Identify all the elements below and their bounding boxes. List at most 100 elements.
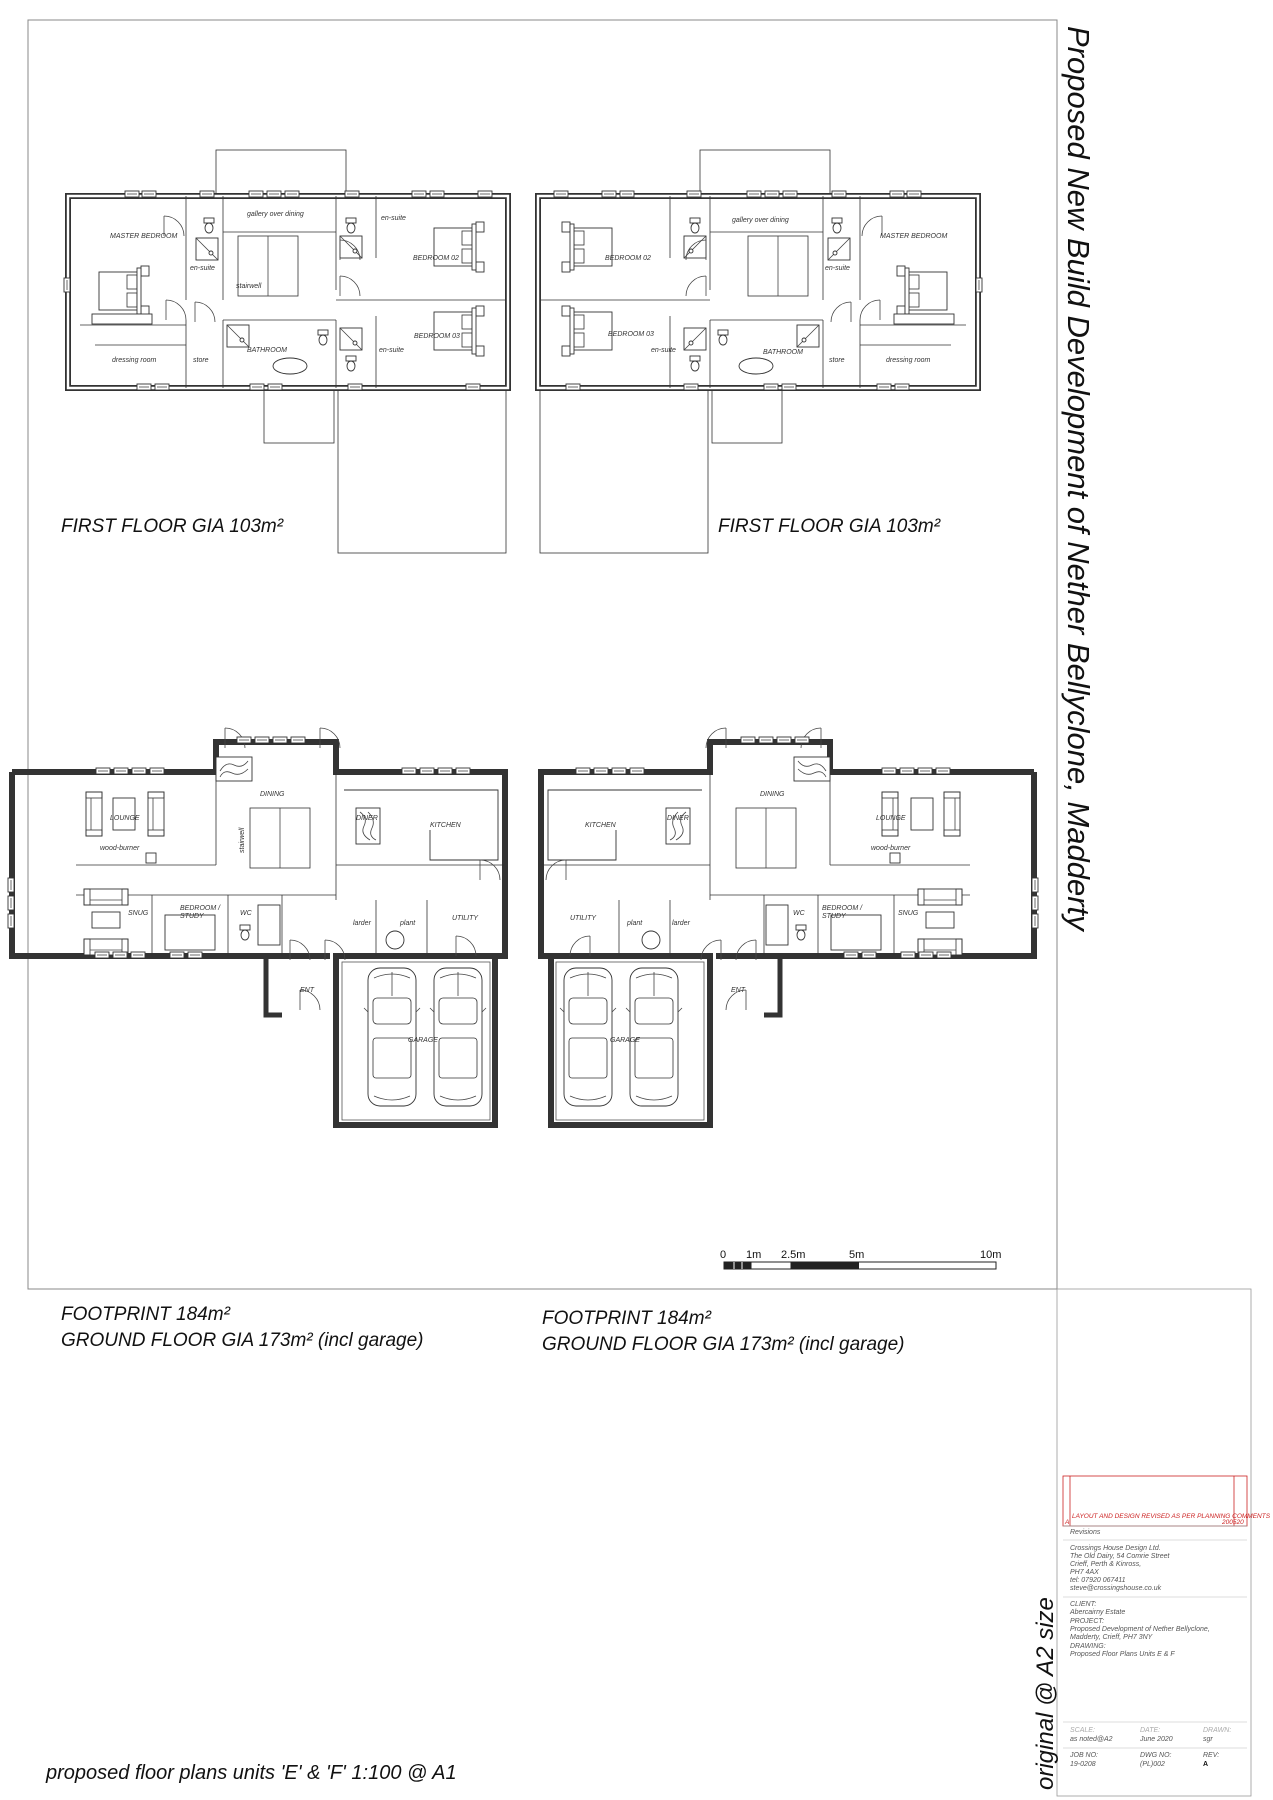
title-block: LAYOUT AND DESIGN REVISED AS PER PLANNIN… [1062, 1475, 1271, 1768]
company-line: Crieff, Perth & Kinross, [1070, 1561, 1141, 1568]
label-ent: ENT [731, 987, 746, 994]
revision-letter: A [1064, 1519, 1069, 1526]
drawn-value: sgr [1203, 1736, 1213, 1743]
footprint-left: FOOTPRINT 184m² [61, 1304, 231, 1325]
label-ent: ENT [300, 987, 315, 994]
scale-label-5m: 5m [849, 1249, 864, 1261]
ground-floor-plan-left [7, 727, 508, 1128]
project-label: PROJECT: [1070, 1618, 1104, 1625]
label-plant: plant [626, 920, 643, 927]
original-size-note: original @ A2 size [1032, 1597, 1059, 1790]
label-en-suite: en-suite [651, 347, 676, 354]
scale-label: SCALE: [1070, 1727, 1095, 1734]
label-diner: DINER [667, 815, 689, 822]
dwg-value: (PL)002 [1140, 1761, 1165, 1768]
label-wc: WC [240, 910, 253, 917]
label-larder: larder [353, 920, 372, 927]
label-bathroom: BATHROOM [247, 347, 287, 354]
drawing-value: Proposed Floor Plans Units E & F [1070, 1651, 1175, 1658]
scale-label-10m: 10m [980, 1249, 1001, 1261]
label-en-suite: en-suite [379, 347, 404, 354]
company-line: Crossings House Design Ltd. [1070, 1545, 1161, 1552]
label-snug: SNUG [898, 910, 919, 917]
label-dressing-room: dressing room [112, 357, 157, 364]
label-dining: DINING [260, 791, 285, 798]
dwg-label: DWG NO: [1140, 1752, 1172, 1759]
label-garage: GARAGE [610, 1037, 640, 1044]
revisions-label: Revisions [1070, 1529, 1101, 1536]
label-stairwell: stairwell [239, 827, 246, 853]
label-kitchen: KITCHEN [585, 822, 617, 829]
drawing-label: DRAWING: [1070, 1643, 1106, 1650]
scale-label-1m: 1m [746, 1249, 761, 1261]
label-en-suite: en-suite [825, 265, 850, 272]
label-dining: DINING [760, 791, 785, 798]
drawing-frame [27, 19, 1058, 1290]
label-wc: WC [793, 910, 806, 917]
label-en-suite: en-suite [381, 215, 406, 222]
drawn-label: DRAWN: [1203, 1727, 1231, 1734]
label-snug: SNUG [128, 910, 149, 917]
label-bedroom-study: BEDROOM / [180, 905, 221, 912]
ground-floor-gia-right: GROUND FLOOR GIA 173m² (incl garage) [542, 1334, 905, 1355]
label-bedroom-study: STUDY [822, 913, 847, 920]
first-floor-gia-right: FIRST FLOOR GIA 103m² [718, 516, 941, 537]
project-value: Proposed Development of Nether Bellyclon… [1070, 1626, 1210, 1633]
scale-label-2-5m: 2.5m [781, 1249, 805, 1261]
date-value: June 2020 [1139, 1736, 1173, 1743]
first-floor-plan-right [535, 149, 983, 554]
label-gallery: gallery over dining [247, 211, 304, 218]
footprint-right: FOOTPRINT 184m² [542, 1308, 712, 1329]
company-line: PH7 4AX [1070, 1569, 1099, 1576]
label-bedroom-02: BEDROOM 02 [605, 255, 651, 262]
label-garage: GARAGE [408, 1037, 438, 1044]
client-value: Abercairny Estate [1069, 1609, 1125, 1616]
drawing-caption: proposed floor plans units 'E' & 'F' 1:1… [45, 1762, 457, 1784]
job-value: 19-0208 [1070, 1761, 1096, 1768]
first-floor-plan-left [63, 149, 511, 554]
title-block-frame [1056, 1288, 1252, 1797]
label-bedroom-02: BEDROOM 02 [413, 255, 459, 262]
label-lounge: LOUNGE [110, 815, 140, 822]
label-bedroom-study: BEDROOM / [822, 905, 863, 912]
label-bedroom-03: BEDROOM 03 [414, 333, 460, 340]
client-label: CLIENT: [1070, 1601, 1096, 1608]
date-label: DATE: [1140, 1727, 1160, 1734]
label-store: store [193, 357, 209, 364]
label-wood-burner: wood-burner [100, 845, 140, 852]
rev-label: REV: [1203, 1752, 1219, 1759]
company-phone: tel: 07920 067411 [1070, 1577, 1126, 1584]
label-utility: UTILITY [452, 915, 479, 922]
label-kitchen: KITCHEN [430, 822, 462, 829]
label-wood-burner: wood-burner [871, 845, 911, 852]
label-en-suite: en-suite [190, 265, 215, 272]
ground-floor-plan-right [538, 727, 1039, 1128]
revision-text: LAYOUT AND DESIGN REVISED AS PER PLANNIN… [1072, 1513, 1271, 1520]
rev-value: A [1203, 1761, 1208, 1768]
revision-date: 200520 [1221, 1519, 1244, 1526]
label-larder: larder [672, 920, 691, 927]
company-email[interactable]: steve@crossingshouse.co.uk [1070, 1585, 1162, 1592]
project-value: Madderty, Crieff, PH7 3NY [1070, 1634, 1154, 1641]
scale-label-0: 0 [720, 1249, 726, 1261]
project-title: Proposed New Build Development of Nether… [1061, 26, 1096, 933]
label-utility: UTILITY [570, 915, 597, 922]
label-stairwell: stairwell [236, 283, 262, 290]
label-bedroom-03: BEDROOM 03 [608, 331, 654, 338]
label-lounge: LOUNGE [876, 815, 906, 822]
scale-value: as noted@A2 [1070, 1736, 1113, 1743]
label-store: store [829, 357, 845, 364]
first-floor-gia-left: FIRST FLOOR GIA 103m² [61, 516, 284, 537]
label-bathroom: BATHROOM [763, 349, 803, 356]
job-label: JOB NO: [1069, 1752, 1098, 1759]
label-master-bedroom: MASTER BEDROOM [110, 233, 177, 240]
label-gallery: gallery over dining [732, 217, 789, 224]
scale-bar: 0 1m 2.5m 5m 10m [720, 1249, 1001, 1270]
company-line: The Old Dairy, 54 Comrie Street [1070, 1553, 1171, 1560]
ground-floor-gia-left: GROUND FLOOR GIA 173m² (incl garage) [61, 1330, 424, 1351]
label-dressing-room: dressing room [886, 357, 931, 364]
label-master-bedroom: MASTER BEDROOM [880, 233, 947, 240]
label-diner: DINER [356, 815, 378, 822]
label-bedroom-study: STUDY [180, 913, 205, 920]
